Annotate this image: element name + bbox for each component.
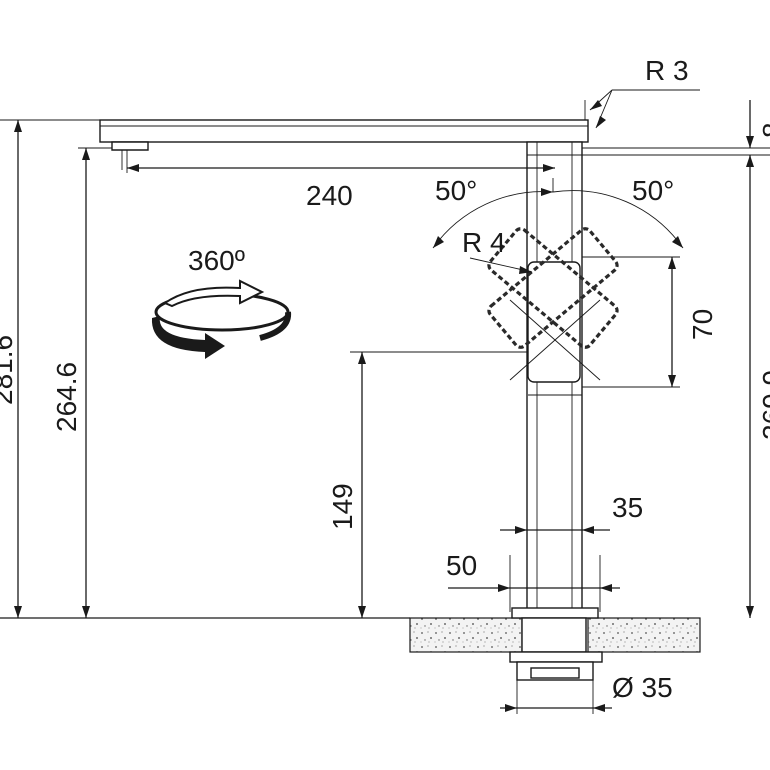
label-connector-diameter: Ø 35 — [612, 672, 673, 703]
label-base-width: 50 — [446, 550, 477, 581]
label-handle-axis-height: 149 — [327, 483, 358, 530]
dimension-lines — [17, 89, 751, 709]
label-spout-height: 264.6 — [51, 362, 82, 432]
label-handle-height: 70 — [687, 309, 718, 340]
label-body-width: 35 — [612, 492, 643, 523]
extension-lines — [0, 89, 770, 714]
dimension-arrowheads — [14, 100, 754, 712]
label-spout-thickness: 8 — [757, 122, 770, 138]
faucet-base — [509, 607, 603, 681]
faucet-handle — [527, 261, 582, 396]
label-r3: R 3 — [645, 55, 689, 86]
label-angle-left: 50° — [435, 175, 477, 206]
label-rotation: 360º — [188, 245, 245, 276]
rotation-arrow-icon — [151, 279, 292, 359]
label-angle-right: 50° — [632, 175, 674, 206]
label-spout-length: 240 — [306, 180, 353, 211]
handle-rotated-positions — [487, 227, 619, 381]
label-total-height-left: 281.6 — [0, 335, 18, 405]
faucet-spout — [99, 119, 589, 170]
label-total-height-right: 269.9 — [757, 370, 770, 440]
counter-top — [0, 617, 701, 653]
label-r4: R 4 — [462, 227, 506, 258]
